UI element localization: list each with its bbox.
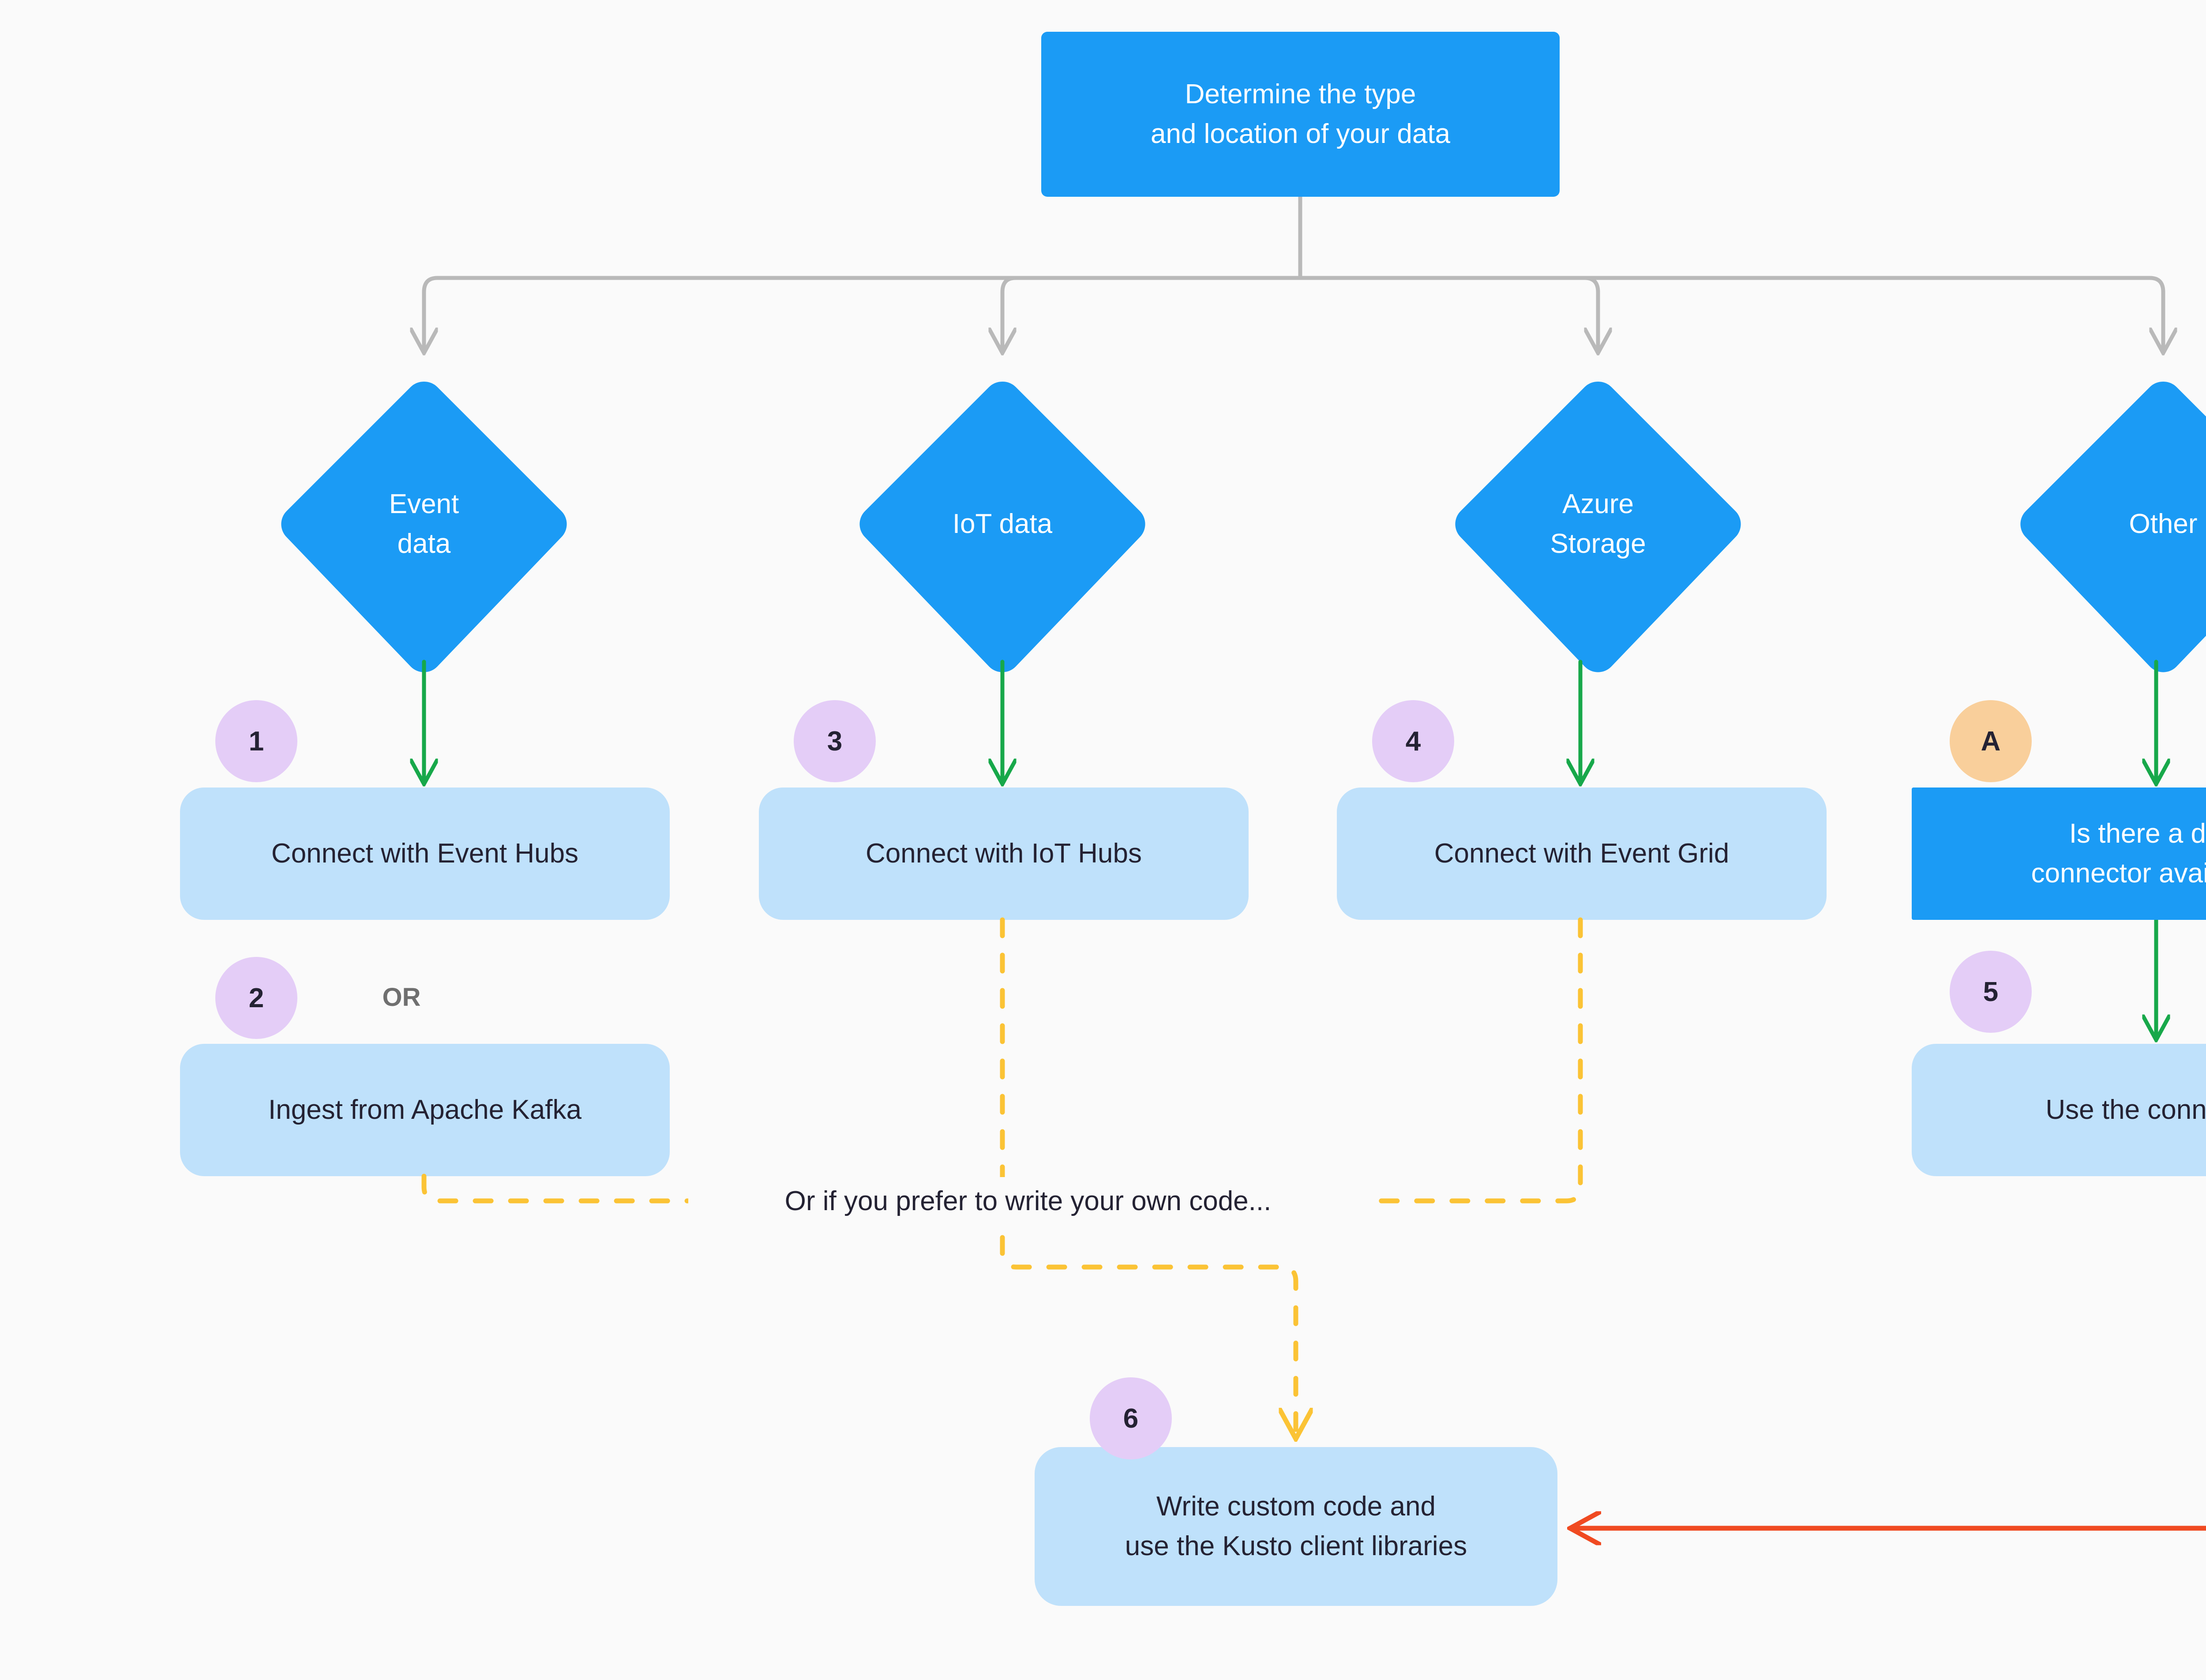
badge-1-text: 1 — [248, 726, 264, 757]
question-connector-available-shape[interactable] — [1912, 788, 2206, 920]
step-connect-event-grid-shape[interactable] — [1337, 788, 1827, 920]
connector-root-to-iot-data — [1002, 276, 1302, 351]
step-connect-iot-hubs-shape[interactable] — [759, 788, 1249, 920]
step-write-custom-code-shape[interactable] — [1035, 1447, 1557, 1606]
badge-2-text: 2 — [248, 982, 264, 1013]
connector-question-no-to-custom-code — [1573, 843, 2206, 1528]
diamond-iot-data-shape[interactable] — [859, 381, 1145, 672]
badge-4-text: 4 — [1405, 726, 1421, 757]
badge-1-shape — [215, 700, 297, 782]
step-use-connector-shape[interactable] — [1912, 1044, 2206, 1176]
diamond-azure-storage-shape[interactable] — [1455, 381, 1741, 672]
connector-event-grid-to-note-rail — [1365, 917, 1583, 1204]
orange-dashed-connectors — [421, 917, 1583, 1436]
connector-root-to-event-data — [424, 276, 1302, 351]
badge-6-shape — [1090, 1377, 1172, 1459]
badge-a-shape — [1950, 700, 2032, 782]
diamond-other-shape[interactable] — [2020, 381, 2206, 672]
connector-root-to-azure-storage — [1298, 276, 1598, 351]
badge-6-text: 6 — [1123, 1403, 1139, 1434]
connector-kafka-to-note-rail — [421, 1174, 691, 1204]
badge-5-text: 5 — [1983, 976, 1999, 1007]
connector-root-to-other — [1298, 276, 2163, 351]
root-node-shape[interactable] — [1041, 32, 1560, 197]
note-text-backdrop — [688, 1177, 1368, 1226]
yes-label: Yes — [2180, 962, 2206, 1024]
diamond-event-data-shape[interactable] — [281, 381, 567, 672]
or-label: OR — [382, 982, 421, 1012]
red-no-connector — [1573, 843, 2206, 1528]
custom-code-note-label: Or if you prefer to write your own code.… — [784, 1185, 1272, 1216]
step-connect-event-hubs-shape[interactable] — [180, 788, 670, 920]
badge-a-text: A — [1981, 726, 2001, 757]
badge-5-shape — [1950, 951, 2032, 1033]
connector-iot-hubs-to-custom-code — [1000, 917, 1296, 1436]
root-branch-connectors — [424, 195, 2163, 351]
step-ingest-kafka-shape[interactable] — [180, 1044, 670, 1176]
badge-2-shape — [215, 957, 297, 1039]
badge-3-shape — [794, 700, 876, 782]
badge-4-shape — [1372, 700, 1454, 782]
badge-3-text: 3 — [827, 726, 843, 757]
green-connectors — [424, 660, 2156, 1038]
